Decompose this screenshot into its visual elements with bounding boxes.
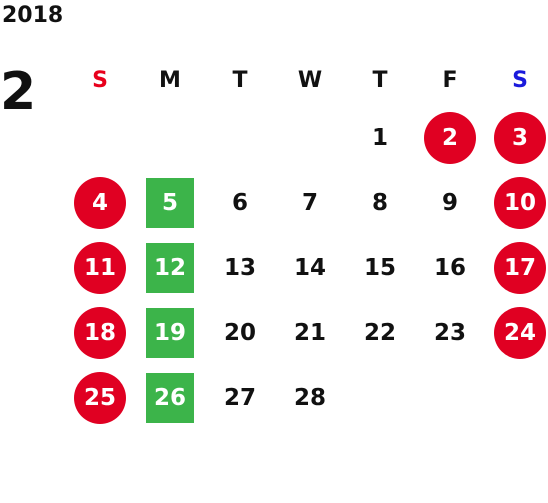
day-number: 9 [441,189,458,216]
day-number: 22 [363,319,396,346]
day-cell [65,105,135,170]
day-number [284,112,336,164]
day-cell: 22 [345,300,415,365]
day-cell: 2 [415,105,485,170]
day-number [214,112,266,164]
holiday-day-number: 11 [74,241,126,294]
weekday-header-tue: T [232,67,248,93]
day-number: 15 [363,254,396,281]
weekday-header-fri: F [442,67,458,93]
day-cell: 9 [415,170,485,235]
day-cell: 25 [65,365,135,430]
day-number: 1 [371,124,388,151]
day-number [354,372,406,424]
day-number: 27 [223,384,256,411]
day-number [74,112,126,164]
day-cell: 19 [135,300,205,365]
day-cell: 17 [485,235,548,300]
calendar-week: 11 12 13 14 15 16 17 [65,235,548,300]
day-cell [135,105,205,170]
day-cell: 5 [135,170,205,235]
day-number: 7 [301,189,318,216]
calendar-week: 18 19 20 21 22 23 24 [65,300,548,365]
weekday-header-mon: M [159,67,181,93]
calendar-month: 2 [0,62,37,122]
weekday-header-row: S M T W T F S [65,55,548,105]
day-cell: 10 [485,170,548,235]
day-cell: 23 [415,300,485,365]
day-number: 14 [293,254,326,281]
weekday-header-thu: T [372,67,388,93]
day-number: 8 [371,189,388,216]
holiday-day-number: 3 [494,111,546,164]
day-cell: 4 [65,170,135,235]
day-number: 20 [223,319,256,346]
day-number: 13 [223,254,256,281]
weekday-header-wed: W [297,67,323,93]
day-number [424,372,476,424]
day-cell: 18 [65,300,135,365]
holiday-day-number: 18 [74,306,126,359]
day-cell [205,105,275,170]
day-cell: 21 [275,300,345,365]
day-cell [415,365,485,430]
holiday-day-number: 17 [494,241,546,294]
day-cell: 8 [345,170,415,235]
day-cell [275,105,345,170]
day-cell: 24 [485,300,548,365]
day-cell: 26 [135,365,205,430]
day-cell: 12 [135,235,205,300]
day-cell: 7 [275,170,345,235]
day-number: 6 [231,189,248,216]
holiday-day-number: 24 [494,306,546,359]
weekday-header-sat: S [512,67,528,93]
day-cell: 28 [275,365,345,430]
day-cell: 20 [205,300,275,365]
closed-day-number: 26 [146,372,194,423]
day-number: 23 [433,319,466,346]
weekday-header-sun: S [92,67,108,93]
calendar-week: 1 2 3 [65,105,548,170]
day-cell: 11 [65,235,135,300]
day-cell: 3 [485,105,548,170]
day-cell: 15 [345,235,415,300]
day-number [144,112,196,164]
day-cell: 6 [205,170,275,235]
day-cell [345,365,415,430]
day-number: 16 [433,254,466,281]
calendar-year: 2018 [2,3,64,28]
holiday-day-number: 10 [494,176,546,229]
day-number: 28 [293,384,326,411]
day-cell: 14 [275,235,345,300]
calendar-grid: S M T W T F S 1 2 3 4 5 6 7 8 9 10 11 12… [65,55,548,430]
calendar-week: 25 26 27 28 [65,365,548,430]
day-number: 21 [293,319,326,346]
closed-day-number: 19 [146,307,194,358]
day-cell: 1 [345,105,415,170]
day-cell [485,365,548,430]
calendar-week: 4 5 6 7 8 9 10 [65,170,548,235]
holiday-day-number: 25 [74,371,126,424]
day-number [494,372,546,424]
holiday-day-number: 2 [424,111,476,164]
closed-day-number: 5 [146,177,194,228]
closed-day-number: 12 [146,242,194,293]
day-cell: 27 [205,365,275,430]
holiday-day-number: 4 [74,176,126,229]
day-cell: 13 [205,235,275,300]
day-cell: 16 [415,235,485,300]
